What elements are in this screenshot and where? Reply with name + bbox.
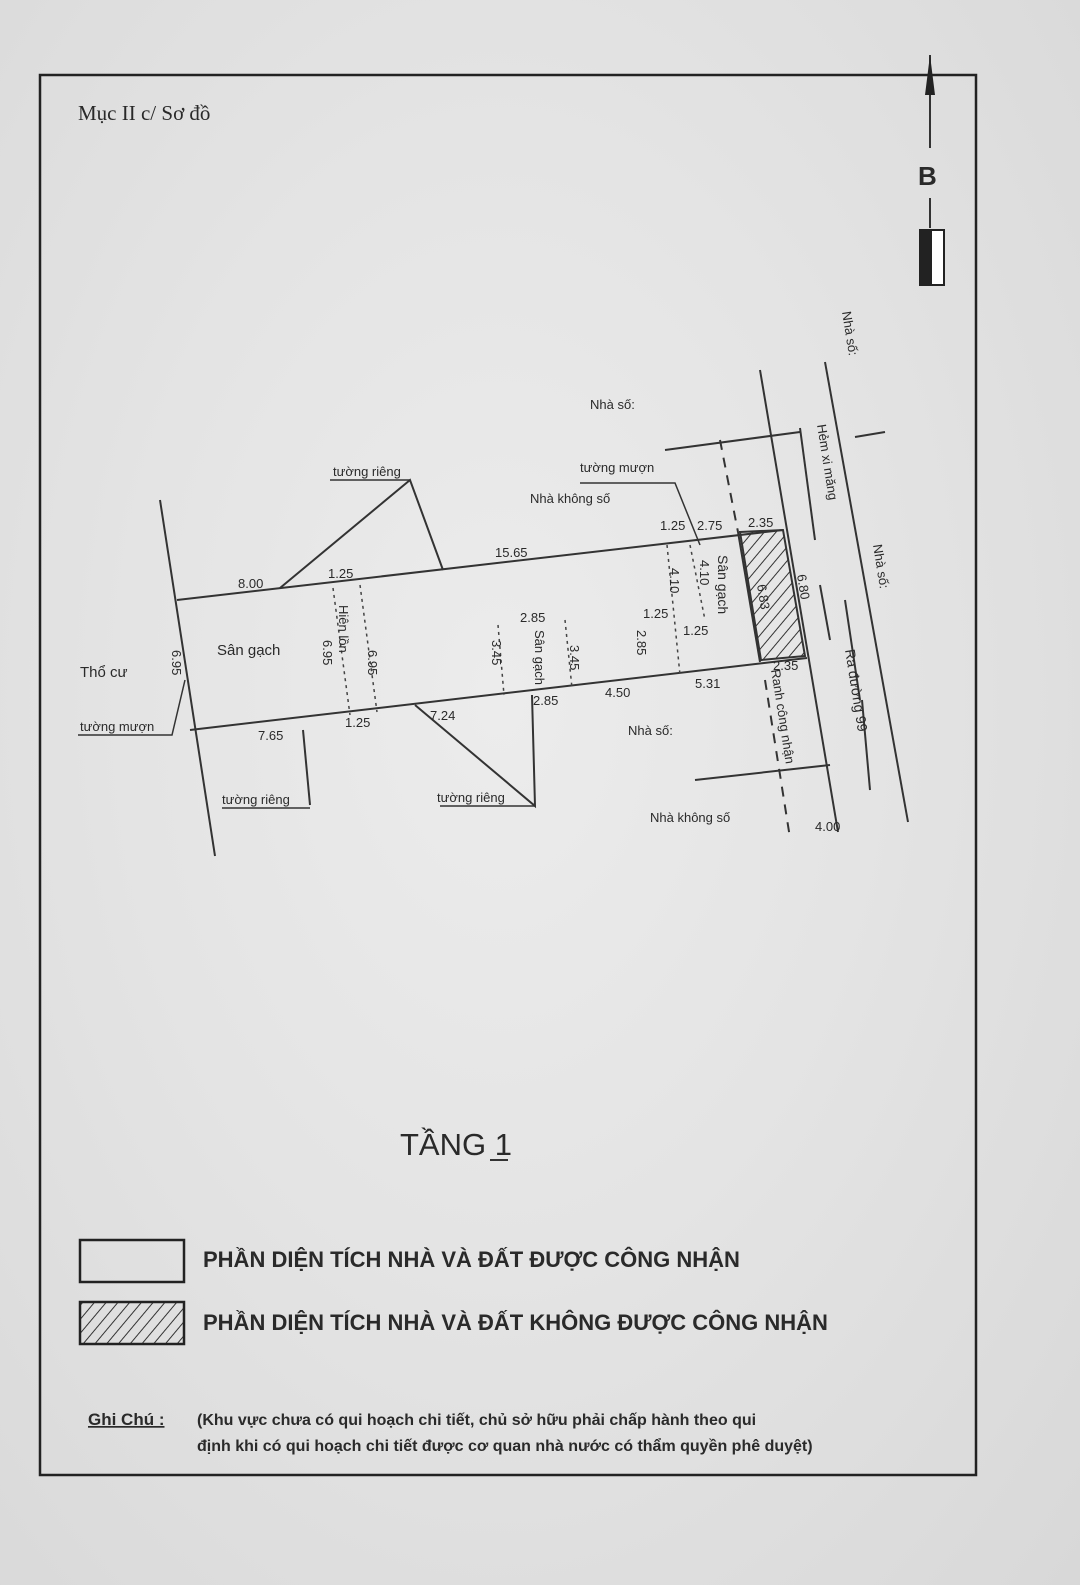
label-san-gach-left: Sân gạch	[217, 642, 280, 659]
section-heading: Mục II c/ Sơ đồ	[78, 101, 210, 125]
note-line-1: (Khu vực chưa có qui hoạch chi tiết, chủ…	[197, 1412, 756, 1429]
label-ra-duong: Ra đường 99	[842, 648, 871, 733]
dim-top-125b: 1.25	[660, 518, 685, 533]
label-nha-khong-so-bottom: Nhà không số	[650, 810, 730, 825]
label-ranh-cong-nhan: Ranh công nhận	[768, 668, 798, 765]
dim-bottom-125: 1.25	[345, 715, 370, 730]
lot-outline	[78, 361, 909, 857]
note-line-2: định khi có qui hoạch chi tiết được cơ q…	[197, 1437, 813, 1455]
north-arrow-icon	[919, 55, 945, 286]
dim-top-125a: 1.25	[328, 566, 353, 581]
dim-hien-b: 6.95	[365, 650, 380, 675]
label-nha-so-bottom: Nhà số:	[628, 723, 673, 738]
label-nha-khong-so-top: Nhà không số	[530, 491, 610, 506]
dim-mid-345b: 3.45	[567, 645, 582, 670]
dim-top-275: 2.75	[697, 518, 722, 533]
floor-title: TẦNG 1	[400, 1127, 512, 1162]
note-title: Ghi Chú :	[88, 1410, 164, 1429]
dim-mid-345a: 3.45	[489, 640, 504, 665]
legend-unrecognized-label: PHẦN DIỆN TÍCH NHÀ VÀ ĐẤT KHÔNG ĐƯỢC CÔN…	[203, 1310, 828, 1335]
unrecognized-area-hatch	[738, 528, 807, 662]
legend-recognized-label: PHẦN DIỆN TÍCH NHÀ VÀ ĐẤT ĐƯỢC CÔNG NHẬN	[203, 1247, 740, 1272]
label-hem-xi-mang: Hẻm xi măng	[814, 423, 841, 501]
label-tuong-muon-top: tường mượn	[580, 460, 654, 475]
dim-top-left: 8.00	[238, 576, 263, 591]
dim-road-400: 4.00	[815, 819, 840, 834]
label-san-gach-mid: Sân gạch	[532, 630, 547, 685]
dim-bottom-765: 7.65	[258, 728, 283, 743]
label-tuong-rieng-top: tường riêng	[333, 464, 401, 479]
label-nha-so-right: Nhà số:	[870, 543, 892, 590]
dim-bottom-285: 2.85	[533, 693, 558, 708]
label-hien-lon: Hiên lồn	[336, 605, 351, 653]
label-san-gach-right: Sân gạch	[715, 555, 731, 614]
dim-hatch-683: 6.83	[754, 583, 773, 610]
dim-bottom-724: 7.24	[430, 708, 455, 723]
dim-mid-285-top: 2.85	[520, 610, 545, 625]
dim-left-height: 6.95	[169, 650, 184, 675]
dim-r-410b: 4.10	[697, 560, 712, 585]
dim-r-125a: 1.25	[643, 606, 668, 621]
dim-bottom-450: 4.50	[605, 685, 630, 700]
page-frame	[38, 73, 978, 1477]
north-label: B	[918, 161, 937, 191]
dim-bottom-235: 2.35	[773, 658, 798, 673]
label-tuong-rieng-bottom-mid: tường riêng	[437, 790, 505, 805]
dim-r-125b: 1.25	[683, 623, 708, 638]
dim-top-mid: 15.65	[495, 545, 528, 560]
dim-r-285: 2.85	[634, 630, 649, 655]
dim-r-410a: 4.10	[667, 568, 682, 593]
dim-hien-a: 6.95	[320, 640, 335, 665]
dim-bottom-531: 5.31	[695, 676, 720, 691]
dim-hatch-680: 6.80	[794, 573, 813, 600]
legend-unrecognized-swatch	[78, 1300, 186, 1346]
label-tho-cu: Thổ cư	[80, 664, 128, 681]
legend-recognized-swatch	[78, 1238, 186, 1284]
label-nha-so-top-right: Nhà số:	[839, 310, 861, 357]
label-nha-so-top: Nhà số:	[590, 397, 635, 412]
label-tuong-rieng-bottom-left: tường riêng	[222, 792, 290, 807]
dim-top-235: 2.35	[748, 515, 773, 530]
label-tuong-muon-left: tường mượn	[80, 719, 154, 734]
